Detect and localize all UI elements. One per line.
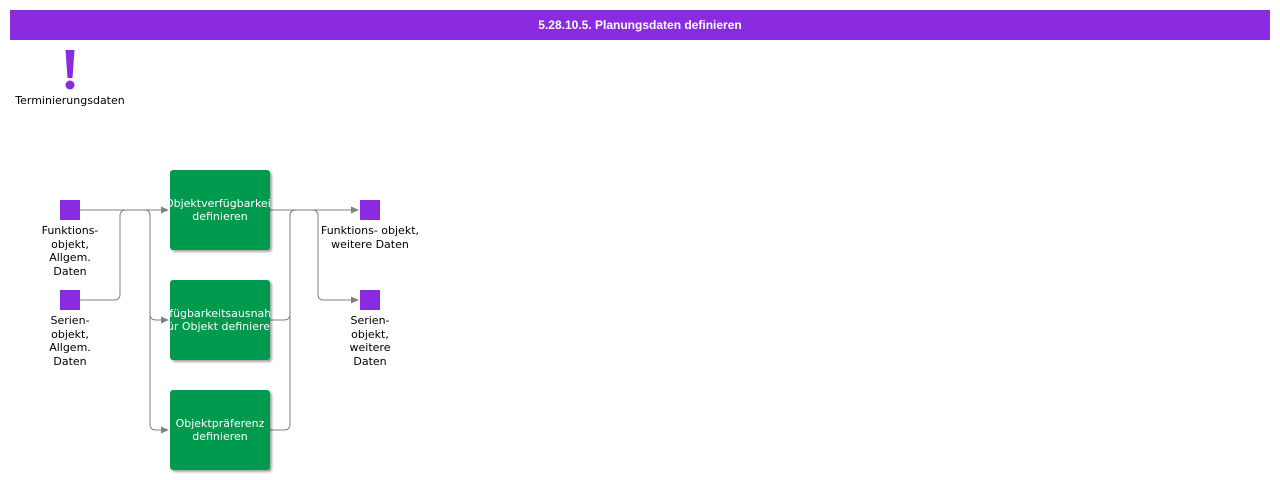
data-label-input-serienobjekt: Serien- objekt, Allgem. Daten [49,314,91,368]
function-line: Objektpräferenz [175,416,265,430]
trigger-label: Terminierungsdaten [15,94,125,107]
function-line: definieren [192,210,248,223]
connector-output2 [311,209,359,304]
function-line: definieren [192,430,248,443]
function-line: Objektverfügbarkeit [170,196,270,210]
data-object-output-funktionsobjekt[interactable] [360,200,380,220]
connector-func2-out [270,209,297,321]
diagram-title: 5.28.10.5. Planungsdaten definieren [10,10,1270,40]
connector-func3-out [270,209,297,431]
function-objektpraeferenz-definieren[interactable]: Objektpräferenz definieren [170,390,270,470]
data-label-output-funktionsobjekt: Funktions- objekt, weitere Daten [320,224,420,251]
data-object-input-serienobjekt[interactable] [60,290,80,310]
connector-input2 [80,209,127,301]
exclamation-icon [65,50,75,90]
data-object-output-serienobjekt[interactable] [360,290,380,310]
data-label-input-funktionsobjekt: Funktions- objekt, Allgem. Daten [41,224,99,278]
function-line: für Objekt definieren [170,320,270,333]
connector-branch [144,209,169,434]
function-verfuegbarkeitsausnahme-definieren[interactable]: Verfügbarkeitsausnahme für Objekt defini… [170,280,270,360]
data-object-input-funktionsobjekt[interactable] [60,200,80,220]
function-objektverfuegbarkeit-definieren[interactable]: Objektverfügbarkeit definieren [170,170,270,250]
data-label-output-serienobjekt: Serien- objekt, weitere Daten [349,314,391,368]
connector-branch-mid [149,313,169,324]
function-line: Verfügbarkeitsausnahme [170,306,270,320]
